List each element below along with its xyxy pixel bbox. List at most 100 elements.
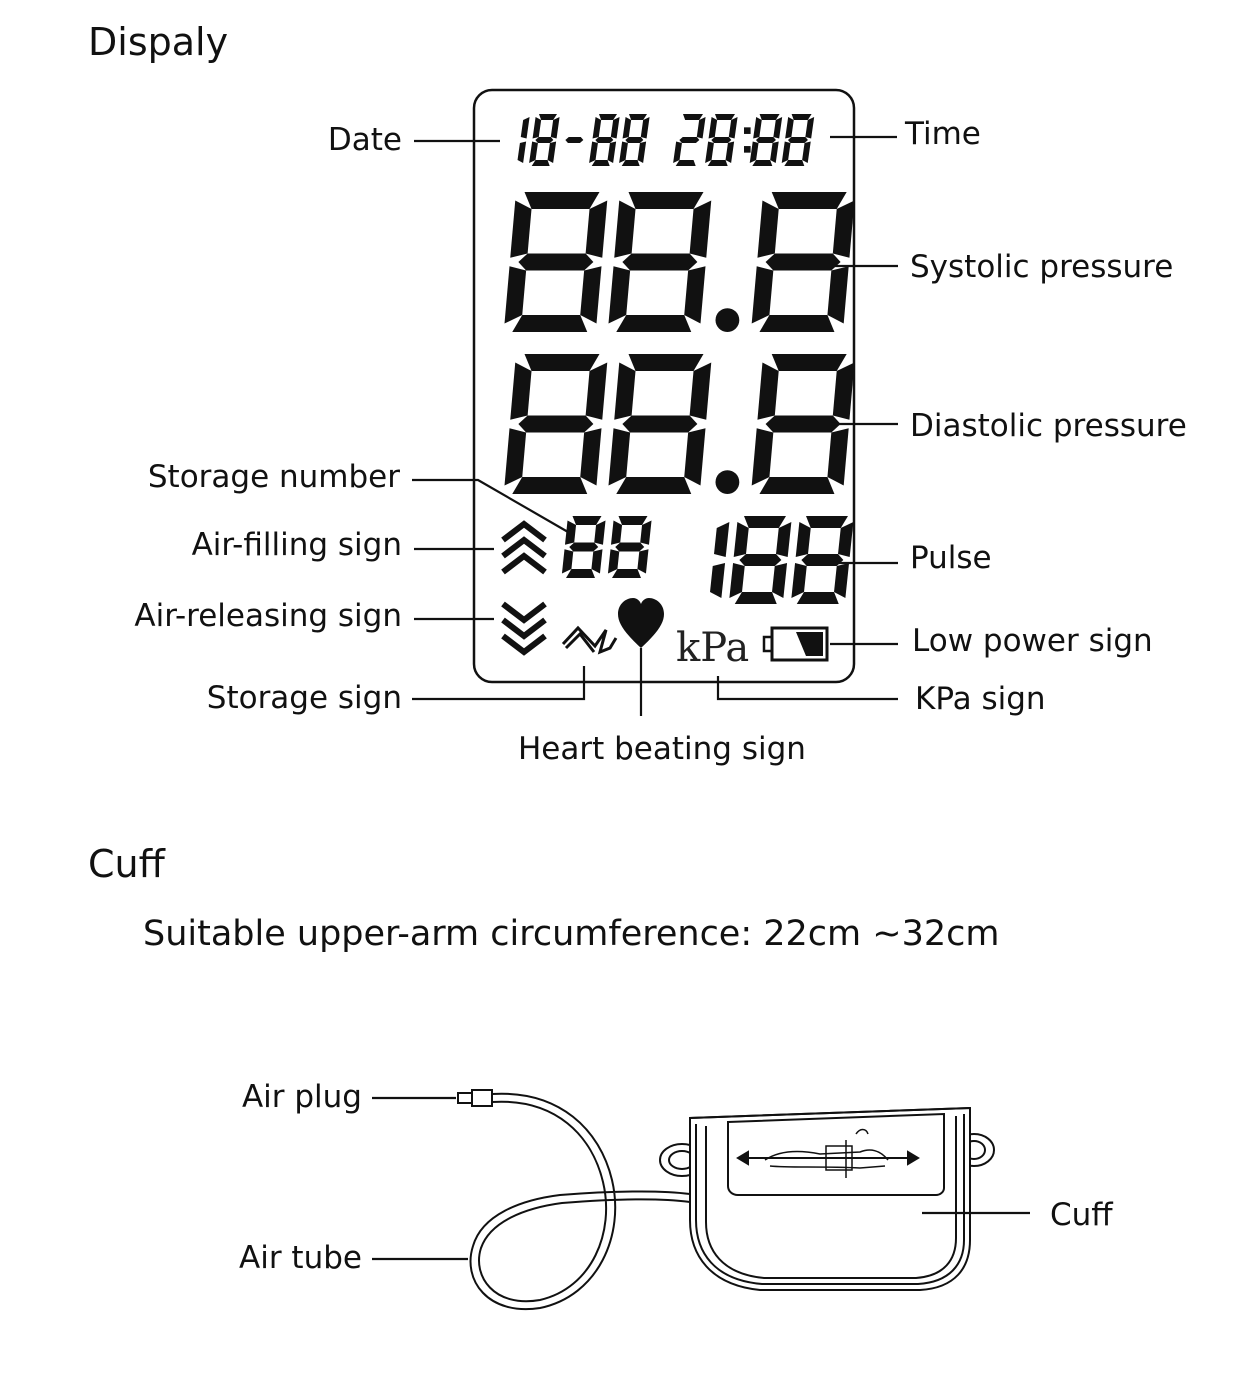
lcd-segment-b bbox=[594, 520, 606, 545]
lcd-segment-d bbox=[734, 592, 777, 604]
lcd-digit bbox=[710, 522, 730, 598]
lcd-segment-g bbox=[739, 554, 782, 566]
chevrons-up-icon bbox=[501, 520, 547, 575]
lcd-segment-c bbox=[684, 428, 706, 486]
lcd-segment-a bbox=[599, 114, 617, 120]
cuff-body bbox=[659, 1106, 1030, 1291]
lcd-segment-e bbox=[729, 563, 745, 598]
lcd-digit bbox=[705, 114, 738, 166]
lcd-segment-a bbox=[771, 192, 847, 209]
lcd-segment-e bbox=[751, 428, 774, 486]
lcd-segment-b bbox=[640, 117, 650, 139]
lcd-segment-a bbox=[572, 516, 602, 525]
lcd-pulse-digits bbox=[710, 516, 854, 604]
lcd-segment-b bbox=[832, 200, 855, 258]
lcd-segment-a bbox=[629, 114, 647, 120]
lcd-segment-a bbox=[628, 354, 704, 371]
lcd-segment-c bbox=[637, 141, 647, 163]
lcd-segment-f bbox=[510, 200, 532, 258]
lcd-colon-dot bbox=[744, 127, 751, 134]
storage-wave-icon bbox=[561, 625, 618, 655]
lcd-segment-e bbox=[608, 266, 631, 324]
lcd-segment-c bbox=[802, 141, 811, 163]
lcd-segment-b bbox=[610, 117, 620, 139]
lcd-segment-b bbox=[689, 200, 712, 258]
lcd-segment-c bbox=[684, 266, 706, 324]
lcd-segment-f bbox=[785, 117, 794, 139]
label-air-filling: Air-filling sign bbox=[191, 527, 402, 563]
lcd-segment-a bbox=[715, 114, 735, 120]
lcd-segment-b bbox=[805, 117, 815, 139]
lcd-digit bbox=[673, 114, 706, 166]
lcd-segment-c bbox=[834, 563, 850, 598]
lcd-digit bbox=[517, 117, 530, 163]
lcd-segment-e bbox=[781, 141, 791, 163]
lcd-segment-c bbox=[827, 428, 849, 486]
lcd-digit bbox=[729, 516, 792, 604]
lcd-date-digits bbox=[517, 114, 650, 166]
lcd-segment-f bbox=[564, 520, 577, 545]
lcd-digit bbox=[504, 192, 608, 332]
lcd-decimal-point bbox=[715, 308, 740, 332]
lcd-segment-g bbox=[765, 253, 841, 271]
lcd-segment-e bbox=[749, 141, 759, 163]
label-diastolic: Diastolic pressure bbox=[910, 408, 1187, 444]
lcd-digit bbox=[751, 192, 855, 332]
lcd-segment-g bbox=[615, 542, 645, 552]
lcd-segment-a bbox=[806, 516, 848, 528]
display-section-title: Dispaly bbox=[88, 20, 229, 64]
lcd-segment-c bbox=[517, 141, 527, 163]
label-air-tube: Air tube bbox=[239, 1240, 362, 1276]
heart-icon bbox=[618, 598, 664, 648]
lcd-segment-e bbox=[504, 428, 527, 486]
lcd-systolic-digits bbox=[504, 192, 855, 332]
lcd-segment-b bbox=[832, 362, 855, 420]
lcd-segment-f bbox=[614, 200, 636, 258]
lcd-segment-b bbox=[776, 522, 792, 557]
cuff-section-title: Cuff bbox=[88, 842, 165, 886]
lcd-segment-d bbox=[616, 315, 692, 332]
label-kpa-sign: KPa sign bbox=[915, 681, 1046, 717]
lcd-segment-e bbox=[561, 549, 574, 574]
lcd-segment-a bbox=[759, 114, 780, 120]
lcd-segment-b bbox=[550, 117, 560, 139]
label-pulse: Pulse bbox=[910, 540, 992, 576]
lcd-digit bbox=[608, 354, 712, 494]
cuff-circumference-note: Suitable upper-arm circumference: 22cm ~… bbox=[143, 914, 1000, 954]
lcd-segment-g bbox=[622, 253, 698, 271]
lcd-segment-d bbox=[621, 160, 640, 166]
label-heart: Heart beating sign bbox=[518, 731, 806, 767]
lcd-segment-d bbox=[796, 592, 839, 604]
lcd-segment-c bbox=[770, 141, 779, 163]
lcd-segment-b bbox=[689, 362, 712, 420]
lcd-segment-e bbox=[619, 141, 628, 163]
lcd-segment-a bbox=[524, 354, 600, 371]
lcd-diastolic-digits bbox=[504, 354, 855, 494]
lcd-digit bbox=[608, 192, 712, 332]
label-time: Time bbox=[905, 116, 981, 152]
lcd-segment-d bbox=[707, 160, 728, 166]
lcd-segment-g bbox=[625, 137, 644, 143]
lcd-segment-g bbox=[801, 554, 844, 566]
lcd-segment-b bbox=[585, 362, 608, 420]
lcd-segment-e bbox=[673, 141, 682, 163]
lcd-digit bbox=[529, 114, 560, 166]
lcd-segment-a bbox=[524, 192, 600, 209]
lcd-segment-b bbox=[520, 117, 530, 139]
lcd-segment-g bbox=[518, 253, 594, 271]
lcd-segment-f bbox=[753, 117, 762, 139]
lcd-segment-d bbox=[616, 477, 692, 494]
lcd-digit bbox=[561, 516, 606, 578]
air-tube bbox=[372, 1092, 691, 1311]
lcd-colon-dot bbox=[744, 146, 751, 153]
lcd-segment-d bbox=[512, 477, 588, 494]
chevrons-down-icon bbox=[501, 601, 547, 656]
lcd-segment-f bbox=[795, 522, 811, 557]
lcd-segment-d bbox=[752, 160, 773, 166]
label-air-plug: Air plug bbox=[241, 1079, 362, 1115]
lcd-segment-f bbox=[592, 117, 602, 139]
lcd-segment-d bbox=[512, 315, 588, 332]
lcd-segment-g bbox=[765, 415, 841, 433]
lcd-segment-e bbox=[751, 266, 774, 324]
